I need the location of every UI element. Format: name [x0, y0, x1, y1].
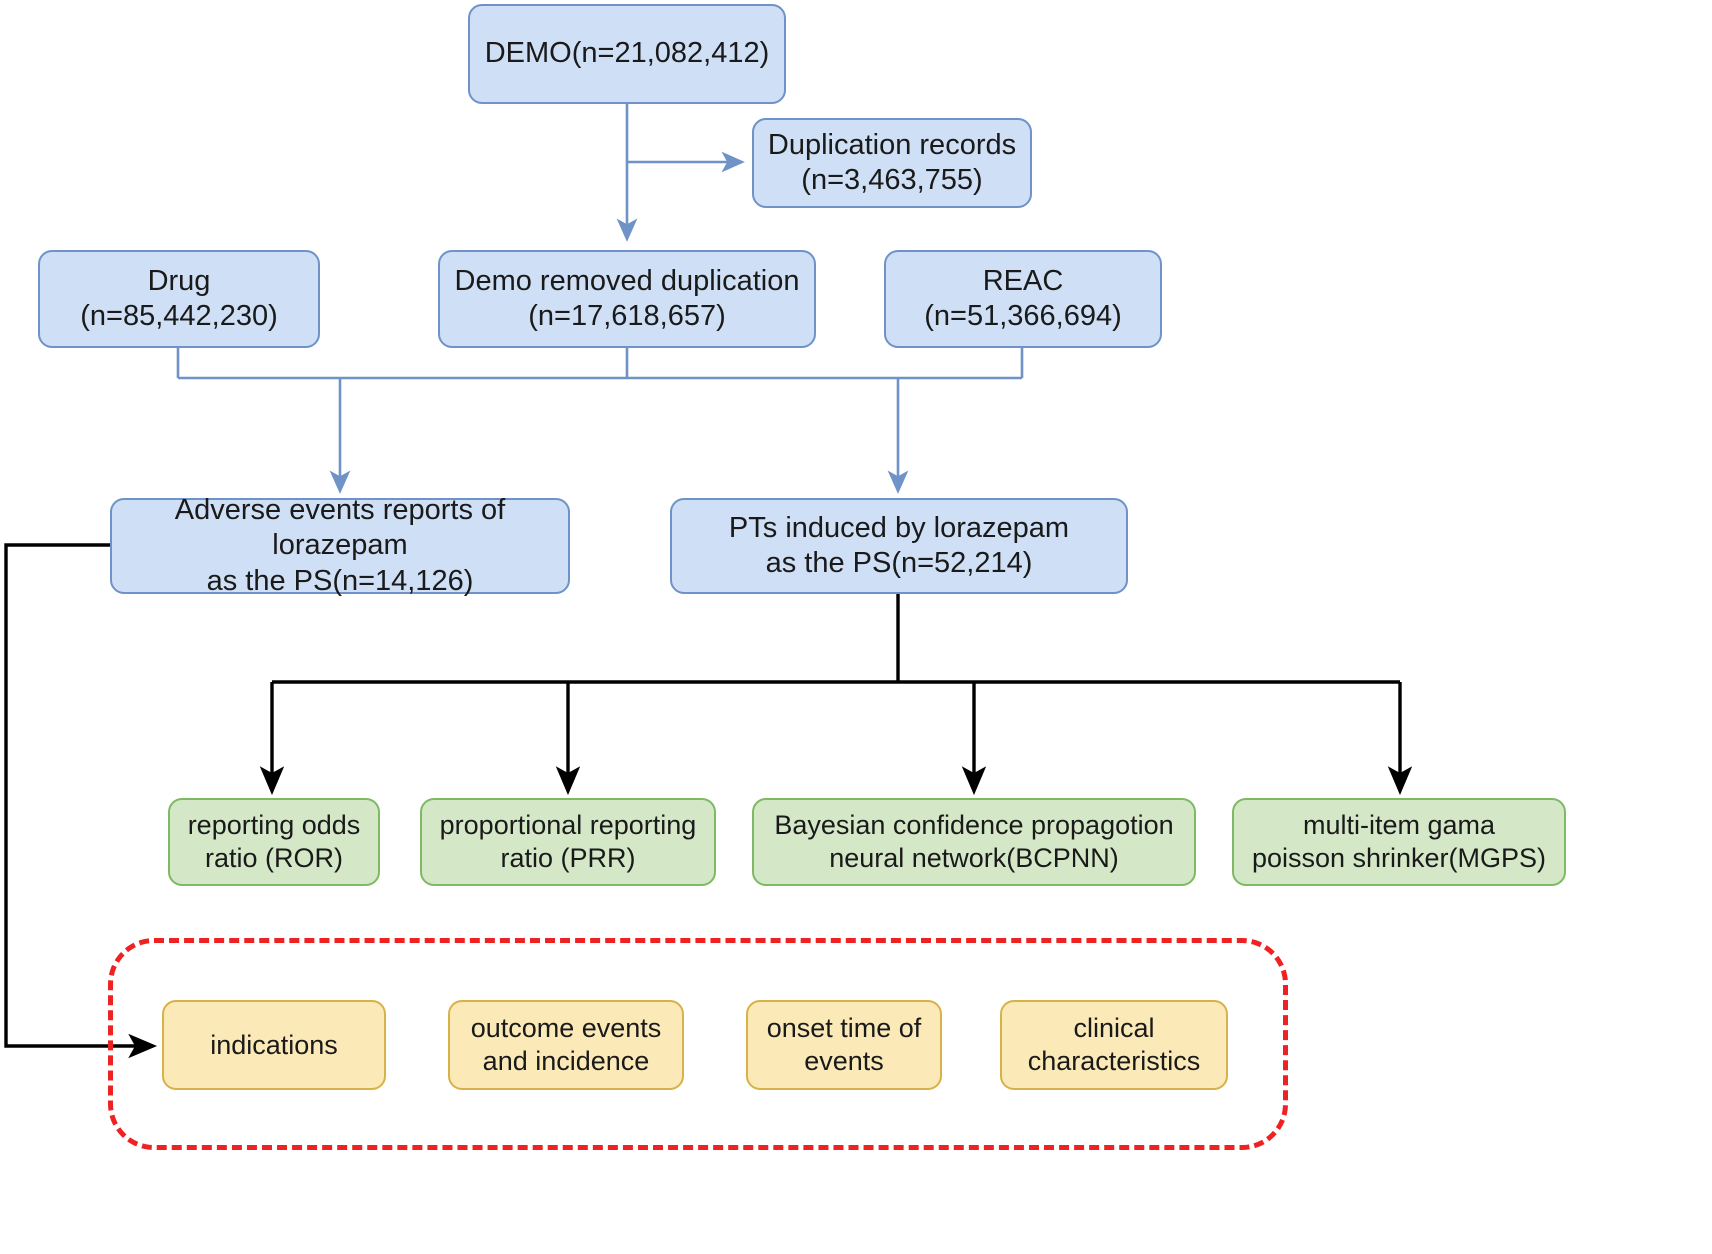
node-drug-label: Drug (n=85,442,230) [80, 264, 278, 332]
node-demo-removed-duplication[interactable]: Demo removed duplication (n=17,618,657) [438, 250, 816, 348]
node-reac-label: REAC (n=51,366,694) [924, 264, 1122, 332]
node-demo-removed-duplication-label: Demo removed duplication (n=17,618,657) [454, 264, 800, 332]
node-outcome-events-label: outcome events and incidence [470, 1013, 662, 1076]
node-duplication-records-label: Duplication records (n=3,463,755) [767, 128, 1017, 196]
node-pts-induced-label: PTs induced by lorazepam as the PS(n=52,… [728, 511, 1070, 579]
node-duplication-records[interactable]: Duplication records (n=3,463,755) [752, 118, 1032, 208]
node-onset-time-label: onset time of events [766, 1013, 922, 1076]
node-onset-time[interactable]: onset time of events [746, 1000, 942, 1090]
node-demo[interactable]: DEMO(n=21,082,412) [468, 4, 786, 104]
edge-pts-to-methods-bus [259, 594, 1413, 796]
node-pts-induced[interactable]: PTs induced by lorazepam as the PS(n=52,… [670, 498, 1128, 594]
edge-merge-bus [176, 348, 1024, 380]
node-mgps-label: multi-item gama poisson shrinker(MGPS) [1251, 810, 1547, 873]
node-ror[interactable]: reporting odds ratio (ROR) [168, 798, 380, 886]
node-demo-label: DEMO(n=21,082,412) [484, 37, 770, 70]
node-ror-label: reporting odds ratio (ROR) [187, 810, 361, 873]
analysis-group-dashed-border [108, 938, 1288, 1150]
node-mgps[interactable]: multi-item gama poisson shrinker(MGPS) [1232, 798, 1566, 886]
node-adverse-events[interactable]: Adverse events reports of lorazepam as t… [110, 494, 570, 597]
node-bcpnn[interactable]: Bayesian confidence propagotion neural n… [752, 798, 1196, 886]
node-indications-label: indications [210, 1029, 338, 1060]
node-adverse-events-label: Adverse events reports of lorazepam as t… [174, 493, 506, 597]
node-prr[interactable]: proportional reporting ratio (PRR) [420, 798, 716, 886]
node-reac[interactable]: REAC (n=51,366,694) [884, 250, 1162, 348]
node-clinical-characteristics[interactable]: clinical characteristics [1000, 1000, 1228, 1090]
node-bcpnn-label: Bayesian confidence propagotion neural n… [774, 810, 1174, 873]
node-clinical-characteristics-label: clinical characteristics [1027, 1013, 1201, 1076]
node-drug[interactable]: Drug (n=85,442,230) [38, 250, 320, 348]
node-outcome-events[interactable]: outcome events and incidence [448, 1000, 684, 1090]
node-indications[interactable]: indications [162, 1000, 386, 1090]
node-prr-label: proportional reporting ratio (PRR) [439, 810, 697, 873]
